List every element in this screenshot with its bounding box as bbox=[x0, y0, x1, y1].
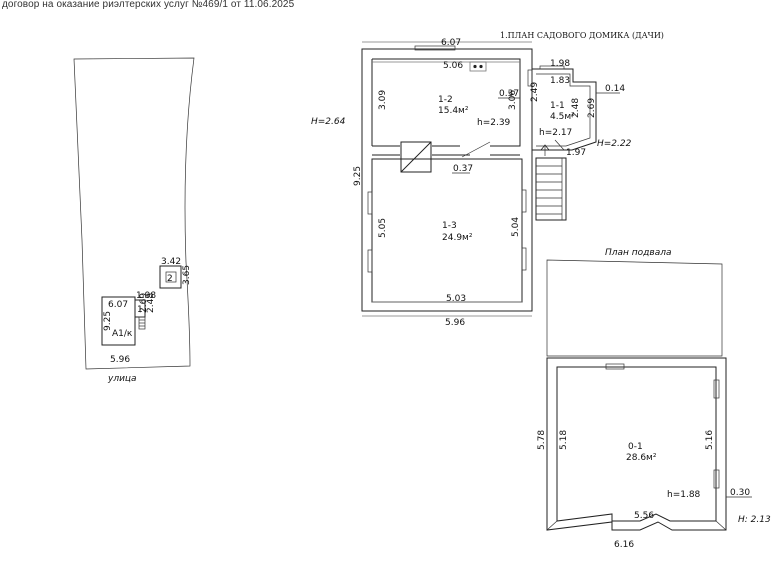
room-1-2-id: 1-2 bbox=[438, 95, 453, 105]
site-boundary bbox=[73, 57, 195, 370]
basement-room-id: 0-1 bbox=[628, 442, 643, 452]
dim-right-room13: 5.04 bbox=[511, 217, 521, 237]
site-label-porch: 1 bbox=[137, 305, 143, 315]
room-1-2-walls bbox=[372, 58, 521, 147]
basement-title: План подвала bbox=[605, 248, 671, 258]
site-house bbox=[101, 296, 136, 346]
site-outbuilding bbox=[159, 265, 182, 289]
site-dim-porch-width: 1.98 bbox=[136, 291, 156, 301]
dim-left-room13: 5.05 bbox=[378, 218, 388, 238]
basement-room-area: 28.6м² bbox=[626, 453, 657, 463]
basement-upper-outline bbox=[546, 259, 723, 357]
porch-stairs bbox=[535, 157, 567, 221]
dim-porch-top-outer: 1.98 bbox=[550, 59, 570, 69]
basement-inner-wall bbox=[556, 366, 717, 522]
dim-room12-right: 3.06 bbox=[508, 90, 518, 110]
site-label-house: A1/к bbox=[112, 329, 133, 339]
basement-dim-bottom-inner: 5.56 bbox=[634, 511, 654, 521]
basement-plan: План подвала 5.78 5.18 5.16 5.56 6.16 0.… bbox=[537, 248, 771, 550]
chimney bbox=[400, 141, 432, 173]
ground-floor-plan: 1.ПЛАН САДОВОГО ДОМИКА (ДАЧИ) H=2.64 H=2… bbox=[311, 31, 664, 328]
site-dim-width: 5.96 bbox=[110, 355, 130, 365]
ground-floor-height-right: H=2.22 bbox=[597, 139, 632, 149]
dim-left-room12: 3.09 bbox=[378, 90, 388, 110]
room-1-3-area: 24.9м² bbox=[442, 233, 473, 243]
site-plan: 3.42 3.65 2 1.98 6.07 2.69 2.48 1 9.25 A… bbox=[73, 57, 195, 384]
dim-porch-right-outer: 2.69 bbox=[587, 98, 597, 118]
dim-porch-wall: 0.14 bbox=[605, 84, 625, 94]
dim-porch-top-inner: 1.83 bbox=[550, 76, 570, 86]
dim-bottom-outer: 5.96 bbox=[445, 318, 465, 328]
basement-height-right: H: 2.13 bbox=[738, 515, 771, 525]
site-dim-porch-side-b: 2.48 bbox=[146, 293, 156, 313]
site-street-label: улица bbox=[107, 374, 137, 384]
site-dim-house-top: 6.07 bbox=[108, 300, 128, 310]
room-1-1-height: h=2.17 bbox=[539, 128, 572, 138]
dim-top-outer: 6.07 bbox=[441, 38, 461, 48]
basement-dim-right-inner: 5.16 bbox=[705, 430, 715, 450]
dim-porch-right-inner: 2.48 bbox=[571, 98, 581, 118]
contract-header: договор на оказание риэлтерских услуг №4… bbox=[2, 0, 295, 10]
dim-top-inner: 5.06 bbox=[443, 61, 463, 71]
dim-porch-left: 2.49 bbox=[530, 82, 540, 102]
site-dim-porch-side-a: 2.69 bbox=[139, 293, 149, 313]
room-1-1-area: 4.5м² bbox=[550, 112, 575, 122]
site-label-outbuilding: 2 bbox=[167, 274, 173, 284]
basement-dim-wall: 0.30 bbox=[730, 488, 750, 498]
site-dim-outbuilding-side: 3.65 bbox=[182, 265, 192, 285]
ground-floor-title: 1.ПЛАН САДОВОГО ДОМИКА (ДАЧИ) bbox=[500, 31, 664, 40]
dim-porch-bottom: 1.97 bbox=[566, 148, 586, 158]
porch-walls bbox=[532, 68, 597, 151]
house-outer-wall bbox=[361, 48, 533, 312]
dim-wall-b: 0.37 bbox=[453, 164, 473, 174]
basement-dim-left-outer: 5.78 bbox=[537, 430, 547, 450]
dim-wall-a: 0.37 bbox=[499, 89, 519, 99]
dim-bottom-inner: 5.03 bbox=[446, 294, 466, 304]
basement-room-height: h=1.88 bbox=[667, 490, 701, 500]
room-1-1-id: 1-1 bbox=[550, 101, 565, 111]
basement-outer-wall bbox=[546, 357, 727, 531]
dim-left-outer: 9.25 bbox=[353, 166, 363, 186]
site-dim-house-side: 9.25 bbox=[103, 311, 113, 331]
site-dim-outbuilding-top: 3.42 bbox=[161, 257, 181, 267]
basement-dim-bottom-outer: 6.16 bbox=[614, 540, 634, 550]
room-1-3-id: 1-3 bbox=[442, 221, 457, 231]
ground-floor-height-left: H=2.64 bbox=[311, 117, 346, 127]
basement-dim-left-inner: 5.18 bbox=[559, 430, 569, 450]
room-1-2-area: 15.4м² bbox=[438, 106, 469, 116]
room-1-2-height: h=2.39 bbox=[477, 118, 511, 128]
